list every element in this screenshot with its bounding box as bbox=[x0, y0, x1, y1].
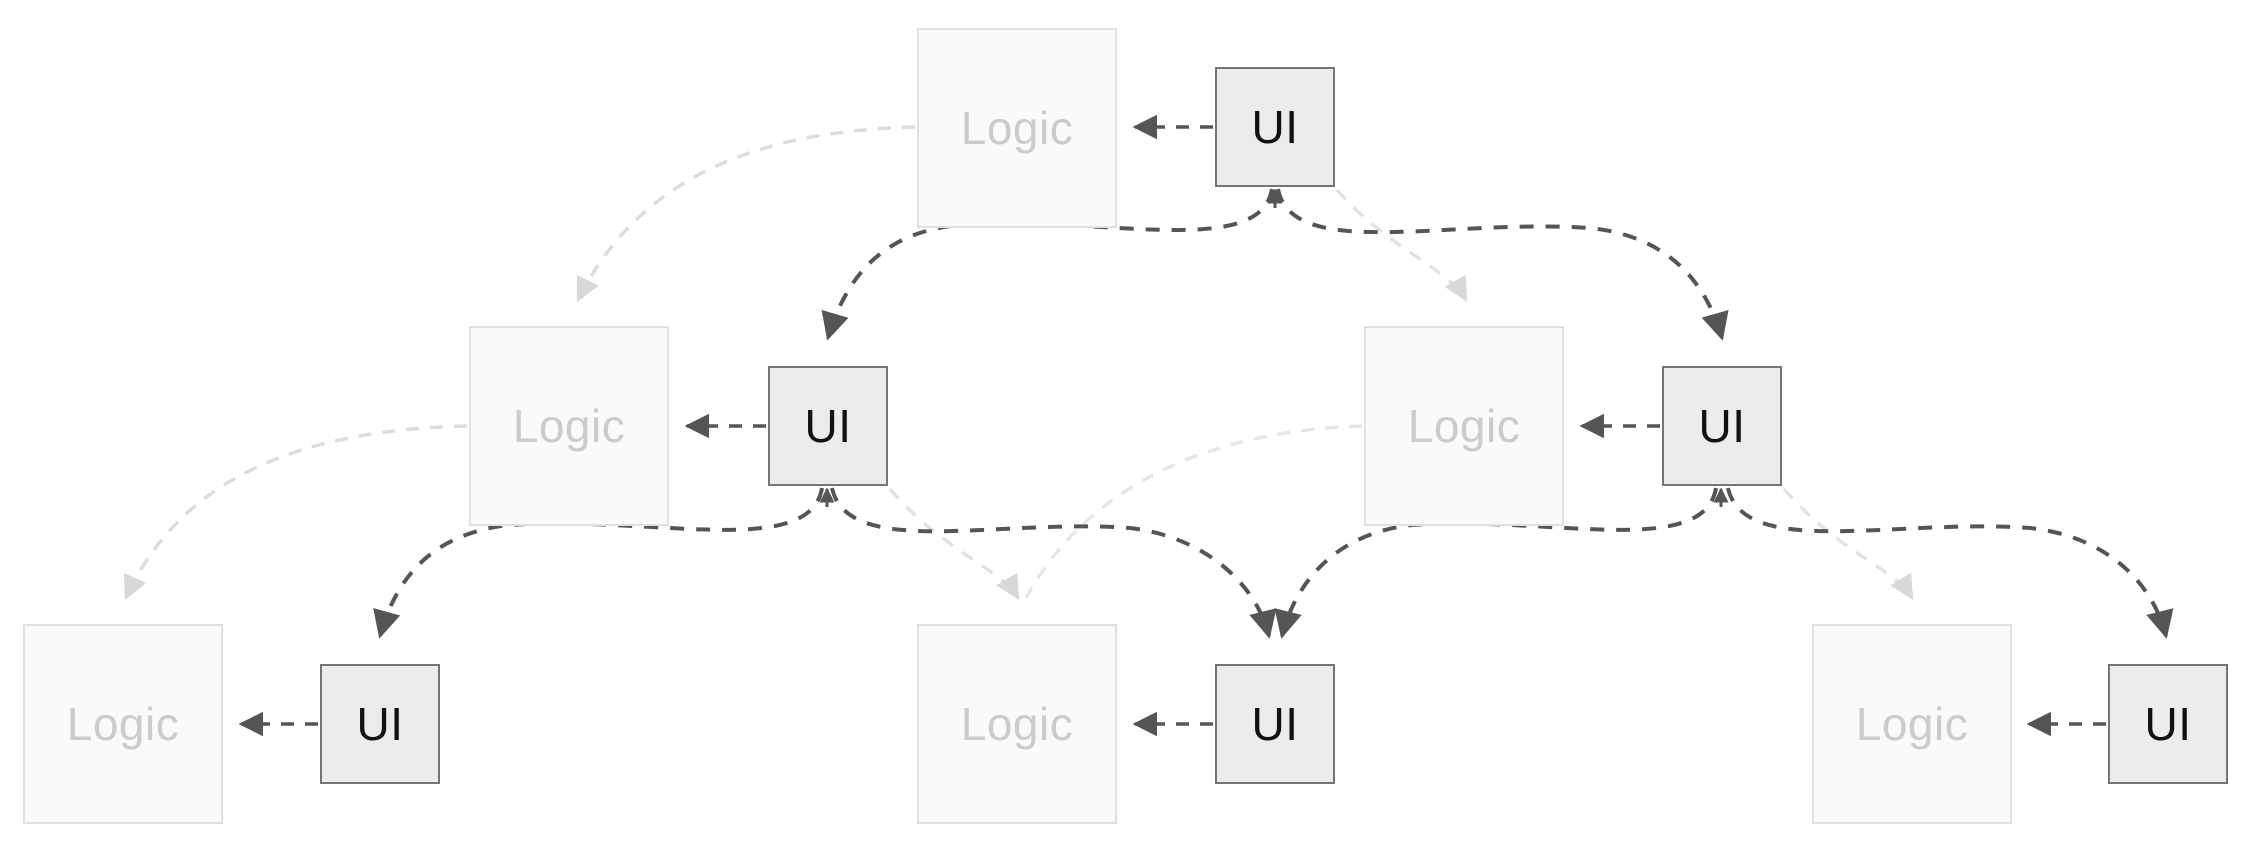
edge-ui-root-to-ui-mid-r bbox=[1276, 188, 1729, 341]
node-ui-mid-l[interactable]: UI bbox=[768, 366, 888, 486]
edge-inbound-stub-group bbox=[819, 188, 1729, 507]
node-ui-leaf-3[interactable]: UI bbox=[2108, 664, 2228, 784]
edge-ui-mid-r-to-logic-leaf-3 bbox=[1782, 487, 1914, 601]
node-logic-root[interactable]: Logic bbox=[917, 28, 1117, 228]
node-label-logic-leaf-2: Logic bbox=[960, 698, 1074, 750]
node-logic-mid-l[interactable]: Logic bbox=[469, 326, 669, 526]
node-logic-leaf-2[interactable]: Logic bbox=[917, 624, 1117, 824]
node-label-logic-mid-l: Logic bbox=[512, 400, 626, 452]
edge-logic-mid-r-to-logic-leaf-2 bbox=[1024, 424, 1363, 599]
edge-ui-root-to-logic-mid-r bbox=[1335, 188, 1468, 303]
node-label-ui-leaf-3: UI bbox=[2144, 698, 2192, 750]
node-ui-leaf-2[interactable]: UI bbox=[1215, 664, 1335, 784]
node-label-logic-mid-r: Logic bbox=[1407, 400, 1521, 452]
node-ui-leaf-1[interactable]: UI bbox=[320, 664, 440, 784]
edge-logic-mid-l-to-logic-leaf-1 bbox=[123, 424, 468, 601]
edge-logic-root-to-logic-mid-l bbox=[576, 125, 916, 303]
node-label-ui-mid-l: UI bbox=[804, 400, 852, 452]
node-label-ui-leaf-2: UI bbox=[1251, 698, 1299, 750]
node-label-logic-root: Logic bbox=[960, 102, 1074, 154]
node-label-logic-leaf-3: Logic bbox=[1855, 698, 1969, 750]
edge-ui-mid-l-to-ui-leaf-2 bbox=[830, 487, 1277, 639]
node-logic-leaf-3[interactable]: Logic bbox=[1812, 624, 2012, 824]
node-ui-root[interactable]: UI bbox=[1215, 67, 1335, 187]
node-label-ui-mid-r: UI bbox=[1698, 400, 1746, 452]
node-label-logic-leaf-1: Logic bbox=[66, 698, 180, 750]
node-label-ui-leaf-1: UI bbox=[356, 698, 404, 750]
edge-ui-mid-l-to-logic-leaf-2 bbox=[888, 487, 1020, 601]
node-ui-mid-r[interactable]: UI bbox=[1662, 366, 1782, 486]
node-logic-leaf-1[interactable]: Logic bbox=[23, 624, 223, 824]
node-logic-mid-r[interactable]: Logic bbox=[1364, 326, 1564, 526]
node-label-ui-root: UI bbox=[1251, 101, 1299, 153]
edge-ui-mid-r-to-ui-leaf-3 bbox=[1726, 487, 2174, 639]
